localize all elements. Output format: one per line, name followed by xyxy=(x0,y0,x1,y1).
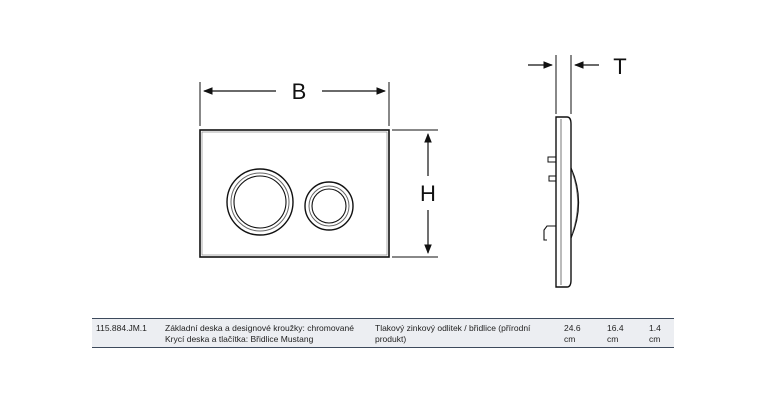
dimension-height-unit: cm xyxy=(607,334,619,344)
mounting-clip-upper xyxy=(547,156,556,163)
side-view: T xyxy=(528,54,627,288)
width-label: B xyxy=(292,79,307,104)
description-line-2: Krycí deska a tlačítka: Břidlice Mustang xyxy=(165,334,314,344)
side-button-bulge xyxy=(570,167,580,239)
material-description: Tlakový zinkový odlitek / břidlice (přír… xyxy=(375,323,565,345)
dimension-thickness-unit: cm xyxy=(649,334,661,344)
dimension-height: 16.4 cm xyxy=(607,323,637,345)
cover-plate-outline xyxy=(199,129,390,258)
dimension-width-unit: cm xyxy=(564,334,576,344)
mounting-clip-middle xyxy=(548,175,556,182)
small-flush-button xyxy=(304,181,354,231)
dimension-thickness: 1.4 cm xyxy=(649,323,673,345)
material-line-2: produkt) xyxy=(375,334,407,344)
description-line-1: Základní deska a designové kroužky: chro… xyxy=(165,323,354,333)
cover-plate-inner-edge xyxy=(201,131,388,256)
large-flush-button xyxy=(226,168,294,236)
dimension-width-value: 24.6 xyxy=(564,323,581,333)
product-description: Základní deska a designové kroužky: chro… xyxy=(165,323,370,345)
dimension-height-value: 16.4 xyxy=(607,323,624,333)
side-plate-profile xyxy=(555,116,572,288)
material-line-1: Tlakový zinkový odlitek / břidlice (přír… xyxy=(375,323,531,333)
product-spec-table: 115.884.JM.1 Základní deska a designové … xyxy=(92,318,674,348)
mounting-hook-lower xyxy=(543,225,556,241)
thickness-label: T xyxy=(613,54,626,79)
thickness-dimension: T xyxy=(528,54,627,114)
front-view: B H xyxy=(199,79,438,258)
width-dimension: B xyxy=(199,79,390,126)
dimension-width: 24.6 cm xyxy=(564,323,594,345)
table-row: 115.884.JM.1 Základní deska a designové … xyxy=(92,319,674,347)
dimension-thickness-value: 1.4 xyxy=(649,323,661,333)
height-dimension: H xyxy=(392,129,438,258)
article-number: 115.884.JM.1 xyxy=(96,323,147,333)
height-label: H xyxy=(420,181,436,206)
